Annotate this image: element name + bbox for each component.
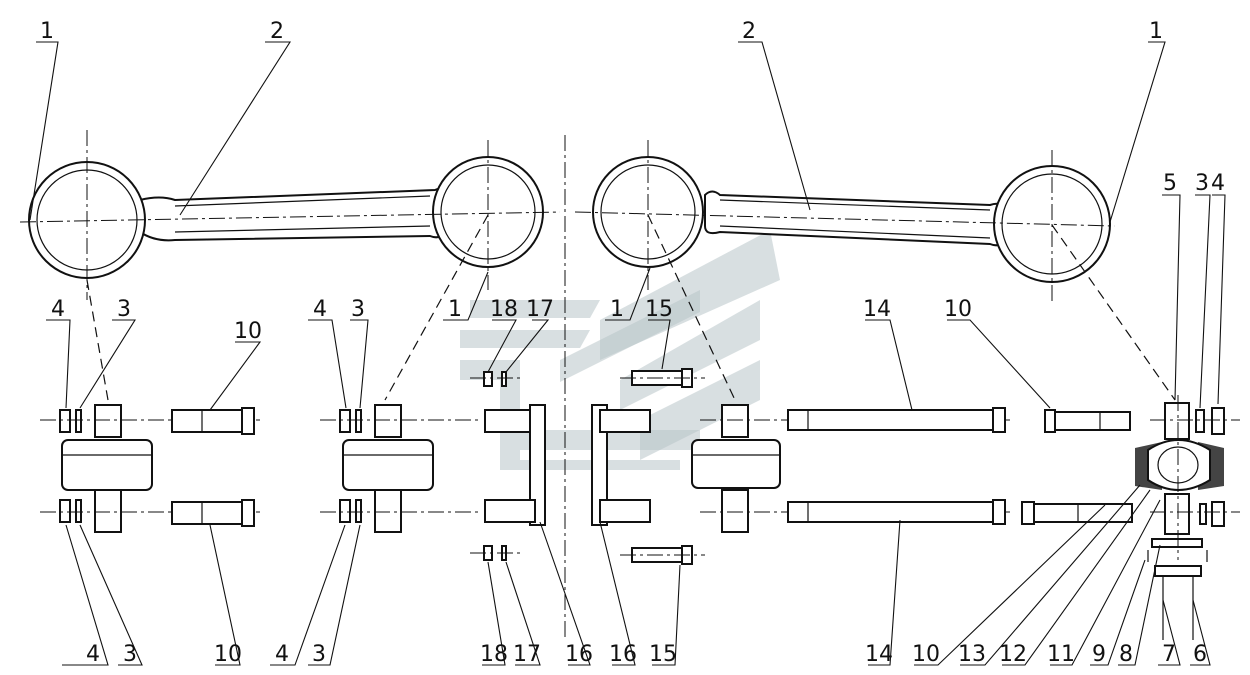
callout-label: 4 bbox=[1211, 171, 1225, 196]
long-bolt-lower bbox=[787, 499, 1006, 525]
bracket-center bbox=[470, 368, 705, 565]
callout-label: 10 bbox=[912, 642, 940, 667]
callout-label: 12 bbox=[999, 642, 1027, 667]
callout-labels: 1 2 2 1 5 3 4 4 3 10 4 3 1 18 17 1 15 14… bbox=[40, 19, 1225, 667]
long-bolt-upper bbox=[787, 407, 1006, 433]
callout-label: 3 bbox=[312, 642, 326, 667]
callout-label: 18 bbox=[480, 642, 508, 667]
callout-label: 5 bbox=[1163, 171, 1177, 196]
callout-label: 10 bbox=[234, 319, 262, 344]
callout-label: 1 bbox=[448, 297, 462, 322]
callout-label: 3 bbox=[1195, 171, 1209, 196]
callout-label: 3 bbox=[123, 642, 137, 667]
link-arm-right bbox=[592, 156, 1111, 283]
assembly-paths bbox=[86, 214, 1176, 401]
callout-label: 3 bbox=[117, 297, 131, 322]
callout-label: 17 bbox=[526, 297, 554, 322]
bolt-left-upper bbox=[171, 407, 255, 435]
callout-label: 8 bbox=[1119, 642, 1133, 667]
callout-label: 4 bbox=[51, 297, 65, 322]
callout-label: 14 bbox=[865, 642, 893, 667]
bolt-left-lower bbox=[171, 499, 255, 527]
leader-lines bbox=[29, 41, 1226, 666]
bolt-right-upper bbox=[1044, 409, 1131, 433]
link-arm-left bbox=[28, 156, 544, 279]
callout-label: 10 bbox=[214, 642, 242, 667]
bushing-assembly-left bbox=[40, 404, 260, 533]
callout-label: 16 bbox=[565, 642, 593, 667]
callout-label: 10 bbox=[944, 297, 972, 322]
callout-label: 9 bbox=[1092, 642, 1106, 667]
callout-label: 15 bbox=[645, 297, 673, 322]
callout-label: 6 bbox=[1193, 642, 1207, 667]
callout-label: 14 bbox=[863, 297, 891, 322]
callout-label: 11 bbox=[1047, 642, 1075, 667]
callout-label: 2 bbox=[742, 19, 756, 44]
callout-label: 13 bbox=[958, 642, 986, 667]
callout-label: 17 bbox=[513, 642, 541, 667]
bushing-assembly-sectioned bbox=[1135, 395, 1240, 640]
watermark-logo bbox=[460, 230, 780, 470]
callout-label: 15 bbox=[649, 642, 677, 667]
callout-label: 18 bbox=[490, 297, 518, 322]
callout-label: 4 bbox=[313, 297, 327, 322]
callout-label: 16 bbox=[609, 642, 637, 667]
bushing-assembly-second bbox=[320, 404, 480, 533]
callout-label: 3 bbox=[351, 297, 365, 322]
callout-label: 1 bbox=[610, 297, 624, 322]
callout-label: 4 bbox=[86, 642, 100, 667]
callout-label: 1 bbox=[40, 19, 54, 44]
callout-label: 2 bbox=[270, 19, 284, 44]
callout-label: 1 bbox=[1149, 19, 1163, 44]
callout-label: 4 bbox=[275, 642, 289, 667]
callout-label: 7 bbox=[1162, 642, 1176, 667]
bolt-right-lower bbox=[1021, 501, 1133, 525]
